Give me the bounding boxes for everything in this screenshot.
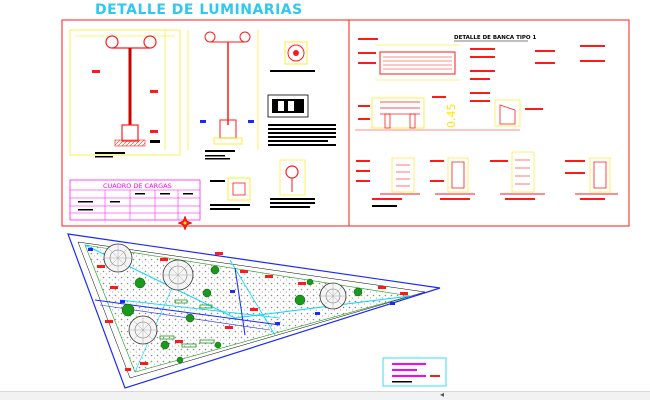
lamp-globe-detail: [270, 159, 315, 208]
circular-planter-4: [319, 282, 347, 310]
bench-section-2: [430, 157, 475, 200]
bench-elevation-view: 0.45: [355, 92, 543, 131]
luminaire-head-plan: [270, 41, 315, 72]
transformer-box-detail: [267, 94, 309, 118]
electrical-box-markers: [88, 248, 395, 325]
specification-notes: [268, 124, 336, 146]
circular-planter-3: [128, 315, 158, 345]
pole-base-detail: [210, 177, 251, 210]
bench-detail-title: DETALLE DE BANCA TIPO 1: [454, 35, 537, 41]
bench-markers: [159, 299, 215, 348]
load-table: CUADRO DE CARGAS: [69, 179, 201, 221]
circular-planter-1: [103, 243, 133, 273]
north-arrow-icon: [177, 215, 193, 231]
trees: [121, 265, 363, 364]
plan-legend-box: [382, 357, 447, 387]
luminaire-markers: [97, 252, 408, 371]
double-head-luminaire-detail: [69, 29, 181, 158]
dimension-label: 0.45: [445, 104, 458, 129]
bench-section-3: [490, 151, 545, 200]
circular-planter-2: [162, 259, 194, 291]
load-table-title: CUADRO DE CARGAS: [103, 182, 172, 190]
bench-plan-view: [358, 38, 605, 81]
bench-section-1: [356, 157, 420, 207]
scroll-left-icon[interactable]: ◂: [440, 390, 445, 399]
horizontal-scrollbar[interactable]: ◂: [0, 390, 650, 400]
bench-section-4: [565, 157, 618, 200]
bench-detail-frame: [348, 19, 630, 227]
drawing-title: DETALLE DE LUMINARIAS: [95, 2, 303, 18]
single-luminaire-detail: [187, 30, 259, 160]
